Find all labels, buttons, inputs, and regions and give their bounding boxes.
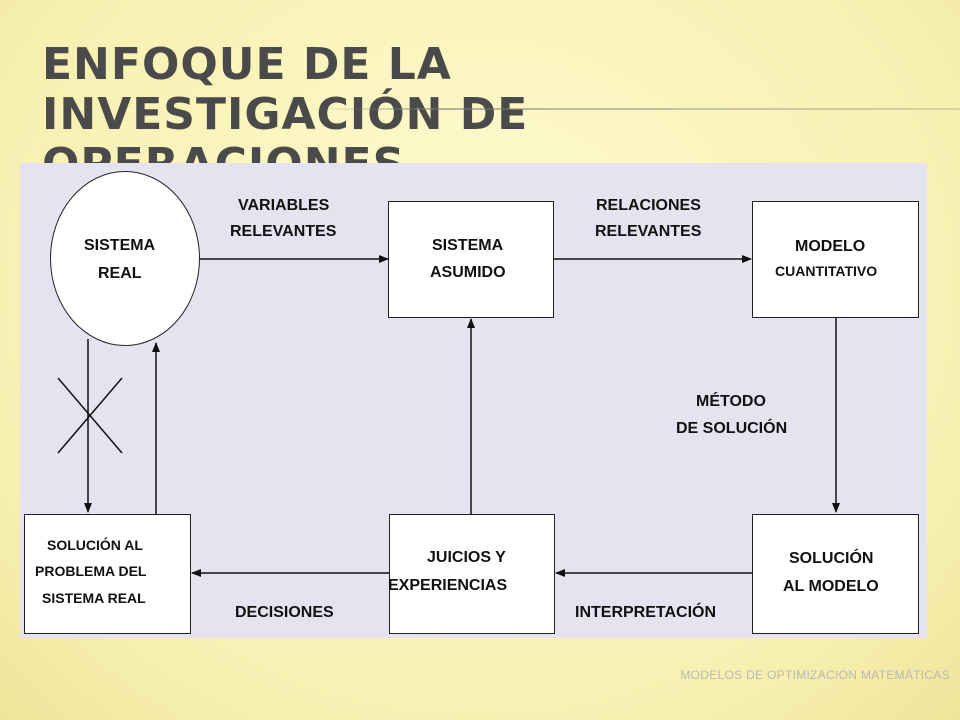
node-modelo-cuantitativo [752,201,919,318]
node-solucion-problema-label-1: SOLUCIÓN AL [47,537,143,553]
node-juicios-label-1: JUICIOS Y [427,549,506,566]
node-modelo-label-2: CUANTITATIVO [775,263,878,279]
edge-label-decisiones: DECISIONES [235,604,334,621]
node-solucion-problema-label-2: PROBLEMA DEL [35,563,147,579]
cross-mark-b [57,377,123,454]
edge-label-relaciones-1: RELACIONES [596,197,701,214]
title-underline [310,108,960,110]
edge-label-metodo-2: DE SOLUCIÓN [676,420,788,437]
node-modelo-label-1: MODELO [795,238,866,255]
edge-label-relaciones-2: RELEVANTES [595,223,702,240]
edge-label-variables-2: RELEVANTES [230,223,337,240]
node-sistema-asumido-label-1: SISTEMA [432,237,504,254]
node-sistema-real-label-1: SISTEMA [84,237,156,254]
node-sistema-real-label-2: REAL [98,265,142,282]
node-sistema-asumido [388,201,554,318]
edge-label-metodo-1: MÉTODO [696,393,766,410]
node-juicios-label-2: EXPERIENCIAS [388,577,508,594]
diagram-connectors [57,255,840,577]
node-sistema-asumido-label-2: ASUMIDO [430,264,506,281]
edge-label-interpretacion: INTERPRETACIÓN [575,604,717,621]
node-solucion-modelo [752,514,919,634]
diagram-canvas: SISTEMA REAL SISTEMA ASUMIDO MODELO CUAN… [20,163,927,638]
node-solucion-modelo-label-1: SOLUCIÓN [789,550,874,567]
node-solucion-problema-label-3: SISTEMA REAL [42,590,146,606]
node-juicios-experiencias [389,514,555,634]
edge-label-variables-1: VARIABLES [238,197,330,214]
node-sistema-real [50,171,200,346]
node-solucion-modelo-label-2: AL MODELO [783,578,879,595]
node-solucion-problema [24,514,191,634]
slide-footer: MODELOS DE OPTIMIZACIÓN MATEMÁTICAS [680,668,950,682]
